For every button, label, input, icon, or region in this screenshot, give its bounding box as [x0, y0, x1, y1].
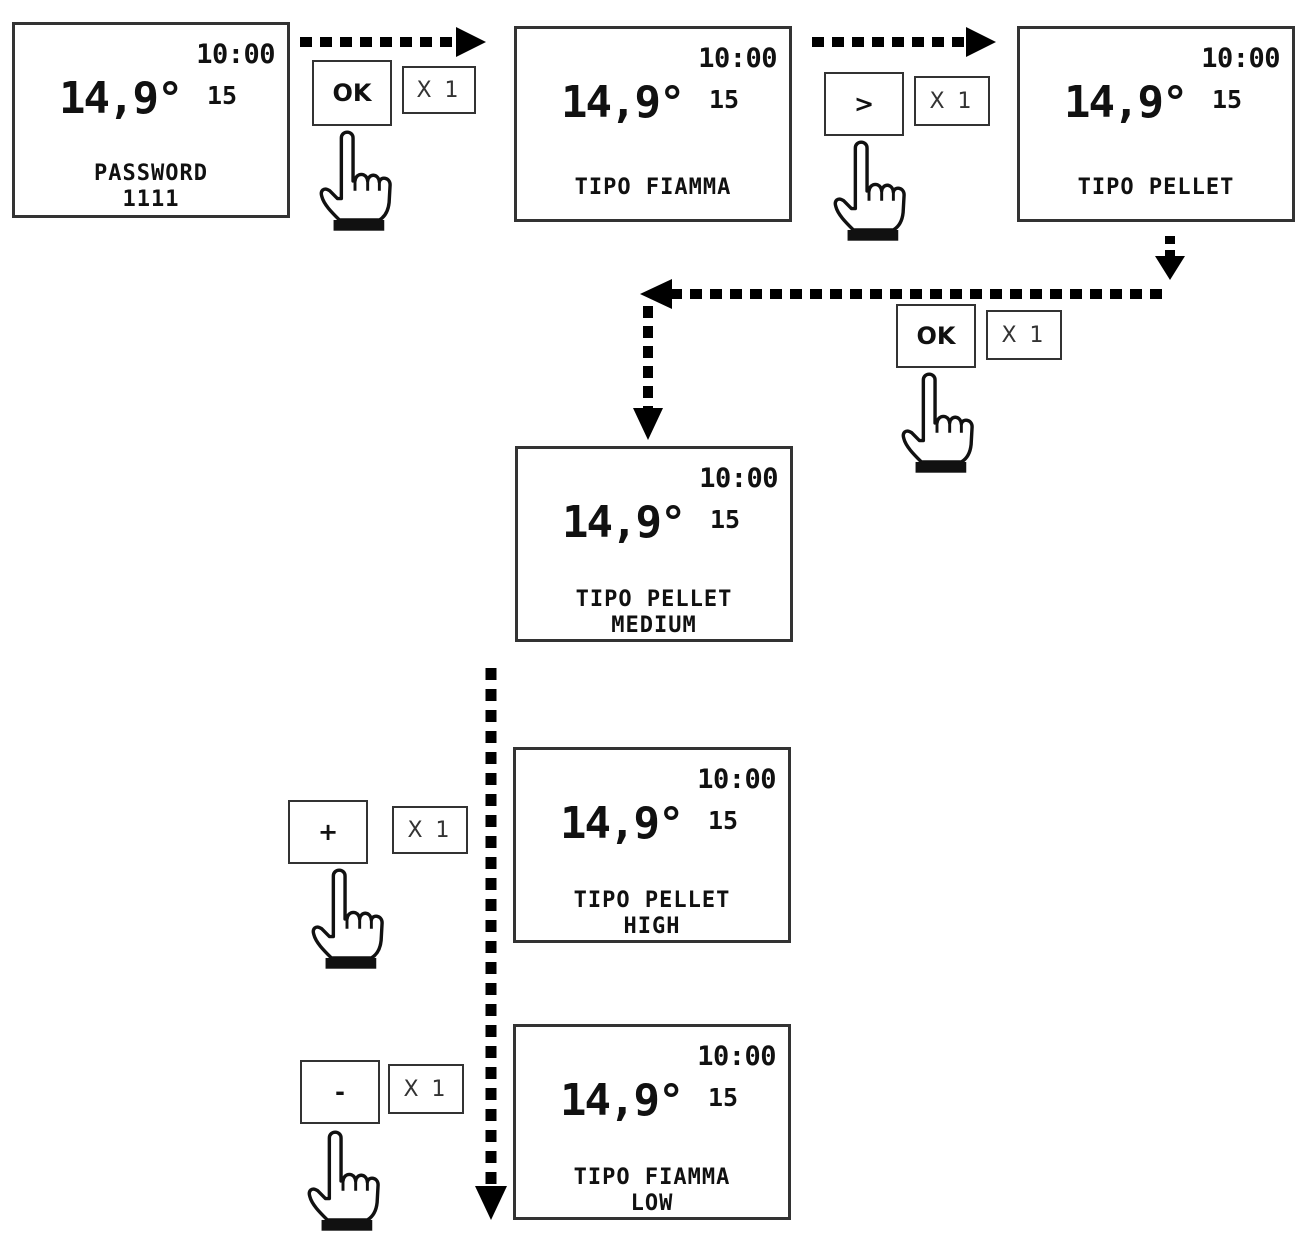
display-screen-password: 10:00 14,9° 15 PASSWORD 1111 [12, 22, 290, 218]
temperature: 14,9° [560, 1075, 684, 1126]
temperature: 14,9° [561, 77, 685, 128]
arrowhead-3c [633, 408, 663, 440]
display-screen-tipo-pellet: 10:00 14,9° 15 TIPO PELLET [1017, 26, 1295, 222]
screen-label: TIPO FIAMMA [573, 1165, 731, 1190]
pointing-hand-icon [833, 140, 906, 243]
screen-label: TIPO PELLET [1077, 175, 1235, 200]
clock: 10:00 [698, 43, 777, 74]
pointing-hand-icon [319, 130, 392, 233]
temperature: 14,9° [59, 73, 183, 124]
press-count: X 1 [914, 76, 990, 126]
plus-button[interactable]: + [288, 800, 368, 864]
temperature: 14,9° [1064, 77, 1188, 128]
clock: 10:00 [699, 463, 778, 494]
clock: 10:00 [697, 764, 776, 795]
pointing-hand-icon [901, 372, 974, 475]
setpoint: 15 [708, 806, 739, 835]
arrowhead-3b [640, 279, 672, 309]
display-screen-pellet-medium: 10:00 14,9° 15 TIPO PELLET MEDIUM [515, 446, 793, 642]
display-screen-tipo-fiamma: 10:00 14,9° 15 TIPO FIAMMA [514, 26, 792, 222]
pointing-hand-icon [307, 1130, 380, 1233]
setpoint: 15 [710, 505, 741, 534]
arrowhead-4 [475, 1186, 507, 1220]
screen-sublabel: 1111 [122, 187, 180, 212]
clock: 10:00 [1201, 43, 1280, 74]
setpoint: 15 [709, 85, 740, 114]
setpoint: 15 [708, 1083, 739, 1112]
screen-sublabel: LOW [630, 1191, 674, 1216]
arrowhead-3a [1155, 256, 1185, 280]
screen-label: TIPO PELLET [573, 888, 731, 913]
setpoint: 15 [207, 81, 238, 110]
ok-button[interactable]: OK [896, 304, 976, 368]
press-count: X 1 [388, 1064, 464, 1114]
press-count: X 1 [986, 310, 1062, 360]
arrowhead-2 [966, 27, 996, 57]
screen-label: TIPO PELLET [575, 587, 733, 612]
next-button[interactable]: > [824, 72, 904, 136]
display-screen-fiamma-low: 10:00 14,9° 15 TIPO FIAMMA LOW [513, 1024, 791, 1220]
press-count: X 1 [402, 66, 476, 114]
setpoint: 15 [1212, 85, 1243, 114]
screen-label: PASSWORD [94, 161, 208, 186]
temperature: 14,9° [560, 798, 684, 849]
clock: 10:00 [196, 39, 275, 70]
display-screen-pellet-high: 10:00 14,9° 15 TIPO PELLET HIGH [513, 747, 791, 943]
pointing-hand-icon [311, 868, 384, 971]
clock: 10:00 [697, 1041, 776, 1072]
screen-sublabel: MEDIUM [611, 613, 697, 638]
press-count: X 1 [392, 806, 468, 854]
ok-button[interactable]: OK [312, 60, 392, 126]
screen-label: TIPO FIAMMA [574, 175, 732, 200]
temperature: 14,9° [562, 497, 686, 548]
minus-button[interactable]: - [300, 1060, 380, 1124]
arrowhead-1 [456, 27, 486, 57]
screen-sublabel: HIGH [623, 914, 681, 939]
